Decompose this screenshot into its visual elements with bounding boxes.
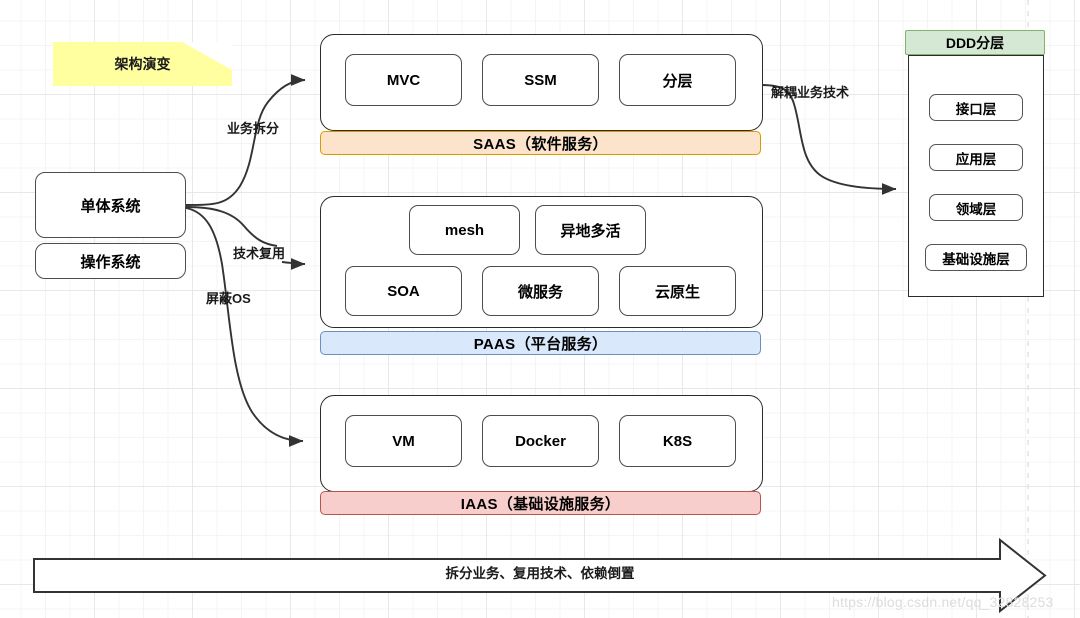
edge-business-split [185,74,306,206]
iaas-item-0-label: VM [392,432,415,450]
architecture-evolution-note: 架构演变 [53,42,232,86]
iaas-bar-label: IAAS（基础设施服务） [460,495,621,513]
ddd-item-1[interactable]: 应用层 [929,144,1023,171]
ddd-panel-body: 接口层 应用层 领域层 基础设施层 [908,55,1044,297]
node-monolith-system[interactable]: 单体系统 [35,172,186,238]
iaas-item-1-label: Docker [515,432,566,450]
watermark-text: https://blog.csdn.net/qq_32828253 [832,594,1054,610]
paas-item-multi-active-label: 异地多活 [560,222,621,240]
saas-item-2[interactable]: 分层 [619,54,736,106]
ddd-item-0[interactable]: 接口层 [929,94,1023,121]
ddd-header-label: DDD分层 [945,34,1005,51]
saas-item-1[interactable]: SSM [482,54,599,106]
edge-tech-reuse-tail [281,258,306,270]
iaas-item-2-label: K8S [662,432,693,450]
node-monolith-system-label: 单体系统 [80,197,141,215]
saas-bar-label: SAAS（软件服务） [473,135,608,153]
paas-item-soa[interactable]: SOA [345,266,462,316]
paas-item-soa-label: SOA [387,282,420,300]
ddd-item-0-label: 接口层 [955,101,997,117]
edge-tech-reuse [185,206,278,247]
paas-item-cloud-native[interactable]: 云原生 [619,266,736,316]
paas-bar-label: PAAS（平台服务） [473,335,608,353]
node-operating-system[interactable]: 操作系统 [35,243,186,279]
ddd-item-3[interactable]: 基础设施层 [925,244,1027,271]
paas-item-multi-active[interactable]: 异地多活 [535,205,646,255]
edge-label-decouple: 解耦业务技术 [771,85,850,100]
ddd-item-3-label: 基础设施层 [942,251,1010,267]
edge-label-tech-reuse: 技术复用 [233,246,286,261]
banner-arrow-label: 拆分业务、复用技术、依赖倒置 [445,566,635,581]
ddd-item-2[interactable]: 领域层 [929,194,1023,221]
saas-item-2-label: 分层 [662,72,693,90]
saas-item-0[interactable]: MVC [345,54,462,106]
ddd-item-1-label: 应用层 [955,151,997,167]
paas-item-cloud-native-label: 云原生 [654,283,700,301]
ddd-header: DDD分层 [905,30,1045,55]
ddd-item-2-label: 领域层 [955,201,997,217]
saas-item-1-label: SSM [524,71,557,89]
paas-bar[interactable]: PAAS（平台服务） [320,331,761,355]
paas-item-mesh-label: mesh [444,221,485,239]
iaas-bar[interactable]: IAAS（基础设施服务） [320,491,761,515]
node-operating-system-label: 操作系统 [80,253,141,271]
note-label: 架构演变 [114,56,171,72]
paas-item-mesh[interactable]: mesh [409,205,520,255]
paas-item-microservice[interactable]: 微服务 [482,266,599,316]
saas-item-0-label: MVC [386,71,421,89]
paas-item-microservice-label: 微服务 [517,283,563,301]
edge-label-shield-os: 屏蔽OS [206,291,251,306]
edge-label-business-split: 业务拆分 [227,121,280,136]
iaas-item-0[interactable]: VM [345,415,462,467]
saas-bar[interactable]: SAAS（软件服务） [320,131,761,155]
iaas-item-1[interactable]: Docker [482,415,599,467]
iaas-item-2[interactable]: K8S [619,415,736,467]
